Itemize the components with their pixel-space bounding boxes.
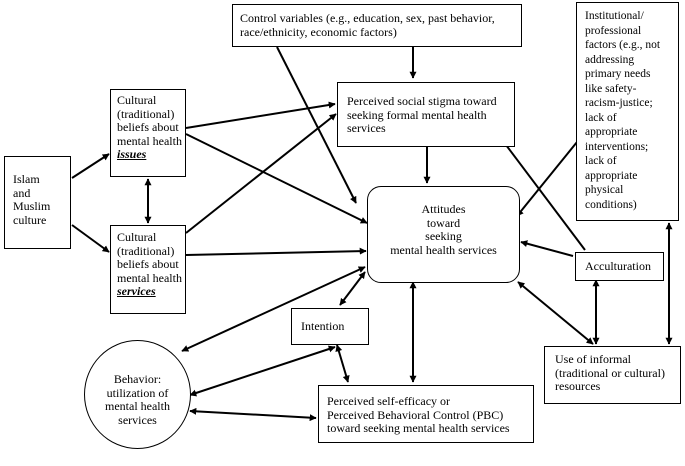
node-institutional-line: addressing <box>585 53 635 66</box>
node-institutional-line: interventions; <box>585 140 649 153</box>
node-control-variables: Control variables (e.g., education, sex,… <box>232 4 522 47</box>
node-institutional-line: physical <box>585 184 624 196</box>
node-institutional-line: professional <box>585 24 642 37</box>
node-stigma-line: services <box>347 121 386 135</box>
node-stigma-line: Perceived social stigma toward <box>347 94 497 108</box>
node-behavior-line: services <box>118 412 157 427</box>
node-institutional-line: conditions) <box>585 198 637 211</box>
node-institutional-line: like safety- <box>585 82 637 95</box>
edge-attitudes-behavior <box>181 266 366 352</box>
node-perceived-behavioral-control: Perceived self-efficacy or Perceived Beh… <box>318 385 534 443</box>
node-attitudes-line: mental health services <box>390 242 497 257</box>
node-attitudes-line: toward <box>426 215 461 230</box>
node-services-line: Cultural <box>117 230 157 244</box>
node-control-line: race/ethnicity, economic factors) <box>240 24 397 39</box>
node-pbc-line: Perceived Behavioral Control (PBC) <box>327 407 504 422</box>
node-institutional-line: lack of <box>585 155 617 167</box>
node-institutional-line: appropriate <box>585 169 638 182</box>
node-behavior: Behavior: utilization of mental health s… <box>84 340 191 449</box>
node-services-line: (traditional) <box>117 243 175 258</box>
node-pbc-line: toward seeking mental health services <box>327 421 510 435</box>
edge-control-to-attitudes <box>276 46 357 204</box>
edge-islam-to-issues <box>71 153 110 179</box>
edge-issues-to-attitudes <box>185 133 368 224</box>
edge-behavior-intention <box>189 345 336 397</box>
node-institutional-line: lack of <box>585 111 617 124</box>
node-behavior-line: mental health <box>105 399 170 413</box>
node-islam-line: and <box>13 185 31 200</box>
node-institutional-line: Institutional/ <box>585 10 644 22</box>
node-islam-line: culture <box>13 212 47 227</box>
node-institutional-line: appropriate <box>585 126 638 138</box>
node-cultural-beliefs-services: Cultural (traditional) beliefs about men… <box>110 225 186 314</box>
node-attitudes-line: seeking <box>425 229 462 243</box>
node-perceived-social-stigma: Perceived social stigma toward seeking f… <box>337 82 515 147</box>
node-institutional-factors: Institutional/ professional factors (e.g… <box>576 2 679 221</box>
node-pbc-line: Perceived self-efficacy or <box>327 394 451 408</box>
node-stigma-line: seeking formal mental health <box>347 107 487 122</box>
edge-institutional-to-attitudes <box>516 141 578 217</box>
edge-behavior-pbc <box>189 407 317 422</box>
node-behavior-line: Behavior: <box>113 372 162 386</box>
node-informal-resources: Use of informal (traditional or cultural… <box>544 346 681 404</box>
edge-acculturation-to-stigma <box>499 136 586 251</box>
node-acculturation: Acculturation <box>575 252 664 281</box>
edge-services-to-stigma <box>185 113 337 234</box>
node-institutional-line: racism-justice; <box>585 97 653 109</box>
node-issues-line: beliefs about <box>117 120 179 134</box>
node-issues-line: mental health <box>117 133 182 148</box>
node-attitudes: Attitudes toward seeking mental health s… <box>367 186 520 283</box>
edge-attitudes-informal <box>517 281 594 345</box>
node-behavior-line: utilization of <box>106 385 169 400</box>
node-islam-line: Muslim <box>13 199 51 213</box>
node-islam-muslim-culture: Islam and Muslim culture <box>4 156 71 249</box>
node-attitudes-line: Attitudes <box>421 202 466 216</box>
edge-islam-to-services <box>71 224 110 253</box>
node-institutional-line: primary needs <box>585 68 651 80</box>
node-acculturation-line: Acculturation <box>585 259 651 273</box>
node-informal-line: resources <box>555 379 601 393</box>
node-issues-line: (traditional) <box>117 106 175 121</box>
node-services-line: mental health <box>117 270 182 285</box>
node-cultural-beliefs-issues: Cultural (traditional) beliefs about men… <box>110 89 186 177</box>
edge-issues-to-stigma <box>185 101 336 129</box>
node-issues-line: Cultural <box>117 93 157 107</box>
node-informal-line: (traditional or cultural) <box>555 365 665 380</box>
edge-acculturation-to-attitudes <box>520 240 574 257</box>
node-institutional-line: factors (e.g., not <box>585 39 661 51</box>
node-issues-emphasis: issues <box>117 147 147 161</box>
edge-intention-pbc <box>335 344 350 383</box>
node-informal-line: Use of informal <box>555 352 631 366</box>
edge-services-to-attitudes <box>185 247 367 256</box>
node-intention: Intention <box>291 308 369 345</box>
node-islam-line: Islam <box>13 172 40 186</box>
node-intention-line: Intention <box>301 319 345 333</box>
node-services-emphasis: services <box>117 284 156 298</box>
node-control-line: Control variables (e.g., education, sex,… <box>240 11 495 25</box>
node-services-line: beliefs about <box>117 257 179 271</box>
